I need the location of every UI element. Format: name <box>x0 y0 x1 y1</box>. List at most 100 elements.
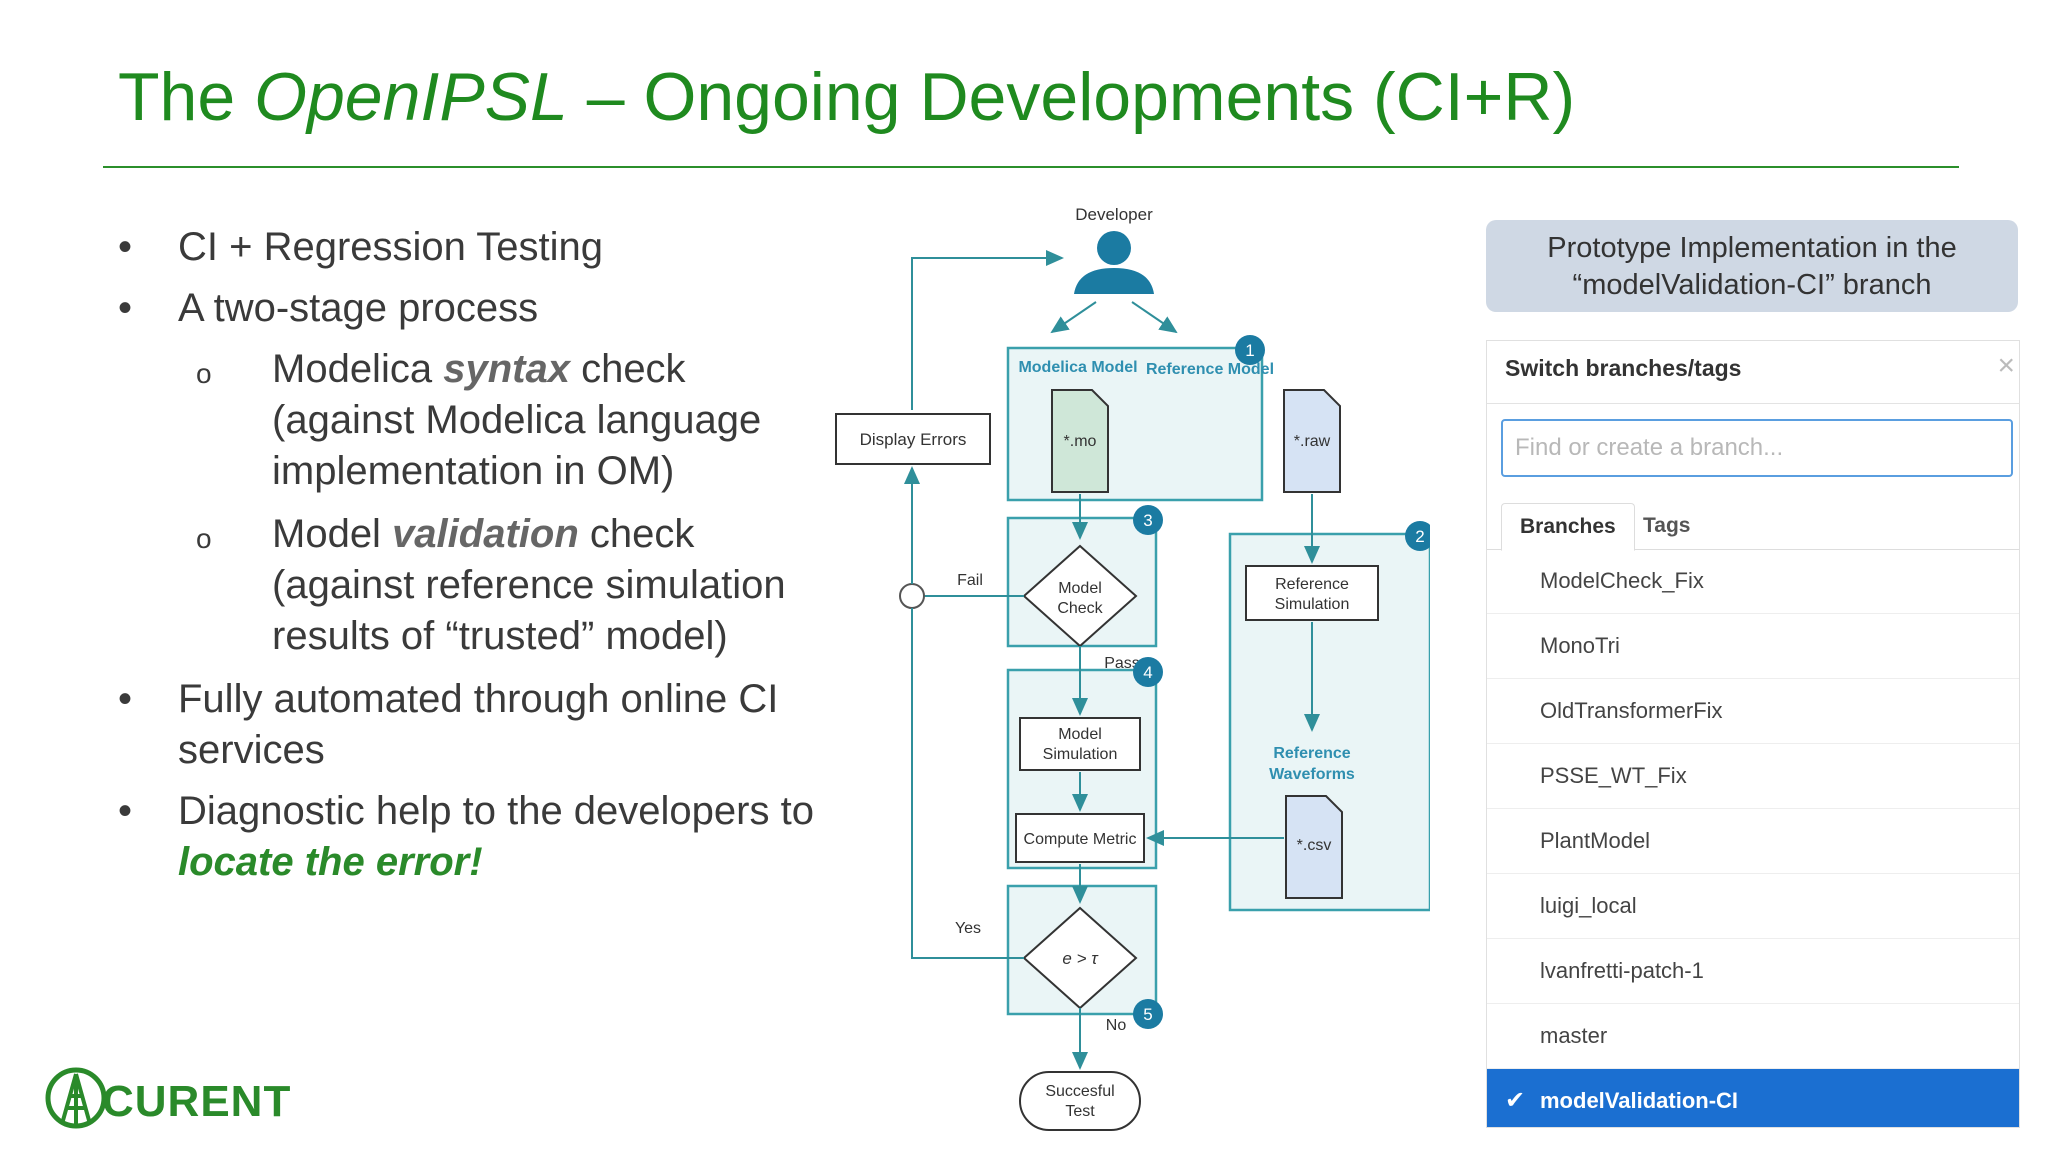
branch-item[interactable]: PlantModel <box>1487 809 2019 874</box>
bullet-two-stage: A two-stage process <box>118 283 838 334</box>
successful-test-terminal <box>1019 1071 1141 1131</box>
step-badge-3-text: 3 <box>1143 511 1152 530</box>
close-icon[interactable]: × <box>1997 349 2015 382</box>
tab-branches[interactable]: Branches <box>1501 503 1635 551</box>
compute-metric-box <box>1015 813 1145 863</box>
step-badge-5: 5 <box>1133 999 1163 1029</box>
bullet-automated-text: Fully automated through online CI servic… <box>178 677 779 772</box>
checkmark-icon: ✔ <box>1505 1087 1526 1114</box>
step-badge-1-text: 1 <box>1245 341 1254 360</box>
title-post: – Ongoing Developments (CI+R) <box>567 59 1576 135</box>
ci-flowchart: Developer Modelica Model Reference Model… <box>835 205 1430 1131</box>
prototype-line-1: Prototype Implementation in the <box>1547 232 1957 264</box>
success-label-2: Test <box>1065 1103 1095 1120</box>
step-badge-5-text: 5 <box>1143 1005 1152 1024</box>
subbullet-validation-em: validation <box>392 512 579 556</box>
logo-tower-icon <box>60 1073 92 1125</box>
mo-file-icon <box>1051 389 1109 493</box>
title-divider <box>103 166 1959 168</box>
prototype-callout-text: Prototype Implementation in the “modelVa… <box>1486 220 2018 304</box>
branch-item[interactable]: MonoTri <box>1487 614 2019 679</box>
developer-icon <box>1074 231 1154 294</box>
no-label: No <box>1106 1017 1127 1034</box>
branch-switcher-title: Switch branches/tags <box>1505 355 1742 381</box>
branch-item[interactable]: OldTransformerFix <box>1487 679 2019 744</box>
step-badge-4-text: 4 <box>1143 663 1152 682</box>
yes-line <box>911 608 1024 959</box>
logo-ring <box>45 1067 107 1129</box>
bullet-diagnostic: Diagnostic help to the developers to loc… <box>118 786 838 888</box>
branch-item[interactable]: luigi_local <box>1487 874 2019 939</box>
slide-title: The OpenIPSL – Ongoing Developments (CI+… <box>118 58 1575 136</box>
prototype-callout: Prototype Implementation in the “modelVa… <box>1486 220 2018 312</box>
subbullet-syntax-post: check (against Modelica language impleme… <box>272 347 762 493</box>
model-input-box <box>1006 346 1264 502</box>
raw-file-icon <box>1283 389 1341 493</box>
tab-tags[interactable]: Tags <box>1643 514 1691 537</box>
display-errors-label: Display Errors <box>860 430 967 449</box>
subbullet-syntax-em: syntax <box>443 347 570 391</box>
branch-item[interactable]: ModelCheck_Fix <box>1487 549 2019 614</box>
yes-label: Yes <box>955 920 981 937</box>
fail-label: Fail <box>957 572 983 589</box>
step-badge-2: 2 <box>1405 521 1430 551</box>
subbullet-validation-pre: Model <box>272 512 393 556</box>
arrow-dev-to-reference <box>1131 301 1178 334</box>
bullet-automated: Fully automated through online CI servic… <box>118 674 838 776</box>
branch-search-input[interactable] <box>1501 419 2013 477</box>
fail-junction <box>899 583 925 609</box>
header-divider <box>1487 403 2019 404</box>
subbullet-validation: Model validation check (against referenc… <box>118 509 838 662</box>
branch-switcher-panel: Switch branches/tags × Branches Tags Mod… <box>1486 340 2020 1128</box>
success-label-1: Succesful <box>1045 1083 1114 1100</box>
ref-waveforms-label-1: Reference <box>1273 745 1350 762</box>
raw-file-label: *.raw <box>1294 433 1331 450</box>
step-badge-1: 1 <box>1235 335 1265 365</box>
logo-text: CURENT <box>102 1077 291 1126</box>
bullet-ci: CI + Regression Testing <box>118 222 838 273</box>
developer-label: Developer <box>1075 205 1153 224</box>
model-sim-label-2: Simulation <box>1043 746 1118 763</box>
title-italic: OpenIPSL <box>254 59 568 135</box>
ref-sim-label-1: Reference <box>1275 576 1349 593</box>
reference-simulation-box <box>1245 565 1379 621</box>
bullet-two-stage-text: A two-stage process <box>178 286 539 330</box>
branch-tabs: Branches Tags <box>1487 503 2019 551</box>
mo-file-label: *.mo <box>1064 433 1097 450</box>
modelica-model-label: Modelica Model <box>1018 359 1137 376</box>
model-check-label-2: Check <box>1057 600 1103 617</box>
subbullet-validation-post: check (against reference simulation resu… <box>272 512 786 658</box>
branch-item[interactable]: master <box>1487 1004 2019 1069</box>
bullet-diagnostic-em: locate the error! <box>178 840 483 884</box>
threshold-label: e > τ <box>1062 949 1099 968</box>
csv-file-icon <box>1285 795 1343 899</box>
bullet-diagnostic-pre: Diagnostic help to the developers to <box>178 789 814 833</box>
branch-item[interactable]: lvanfretti-patch-1 <box>1487 939 2019 1004</box>
curent-logo: CURENT <box>45 1067 291 1129</box>
prototype-line-2: “modelValidation-CI” branch <box>1572 269 1932 301</box>
bullet-list: CI + Regression Testing A two-stage proc… <box>118 222 838 898</box>
display-errors-box <box>835 413 991 465</box>
subbullet-syntax-pre: Modelica <box>272 347 444 391</box>
csv-file-label: *.csv <box>1297 837 1332 854</box>
model-check-label-1: Model <box>1058 580 1102 597</box>
arrow-errors-to-developer <box>911 250 1064 410</box>
branch-item-selected[interactable]: ✔ modelValidation-CI <box>1487 1069 2019 1127</box>
step-badge-3: 3 <box>1133 505 1163 535</box>
subbullet-syntax: Modelica syntax check (against Modelica … <box>118 344 838 497</box>
arrow-dev-to-modelica <box>1050 301 1097 334</box>
model-simulation-box <box>1019 717 1141 771</box>
model-sim-label-1: Model <box>1058 726 1102 743</box>
pass-label: Pass <box>1104 655 1140 672</box>
bullet-ci-text: CI + Regression Testing <box>178 225 604 269</box>
ref-sim-label-2: Simulation <box>1275 596 1350 613</box>
compute-metric-label: Compute Metric <box>1024 831 1137 848</box>
reference-model-label: Reference Model <box>1146 361 1274 378</box>
branch-item[interactable]: PSSE_WT_Fix <box>1487 744 2019 809</box>
step-badge-2-text: 2 <box>1415 527 1424 546</box>
branch-selected-label: modelValidation-CI <box>1540 1088 1739 1113</box>
branch-list: ModelCheck_Fix MonoTri OldTransformerFix… <box>1487 549 2019 1127</box>
title-pre: The <box>118 59 255 135</box>
ref-waveforms-label-2: Waveforms <box>1269 766 1355 783</box>
step-badge-4: 4 <box>1133 657 1163 687</box>
